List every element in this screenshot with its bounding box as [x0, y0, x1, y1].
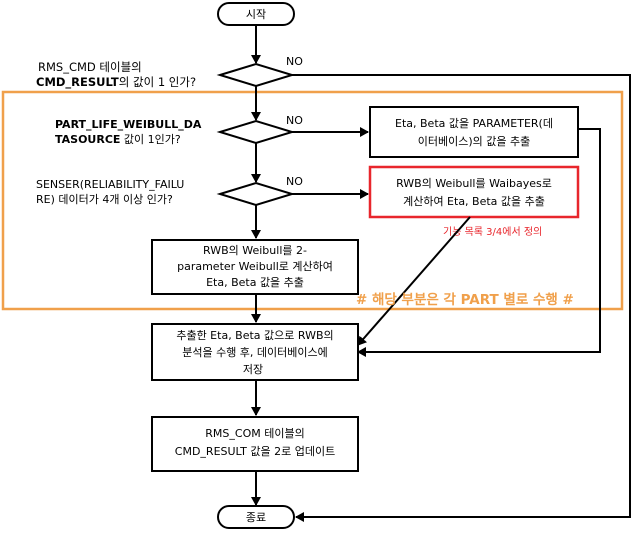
decision3-label-rest: 데이터가 4개 이상 인가?	[55, 193, 173, 206]
analysis-line1: 추출한 Eta, Beta 값으로 RWB의	[176, 329, 333, 342]
update-line2: CMD_RESULT 값을 2로 업데이트	[175, 445, 335, 458]
extract-parameter-line1: Eta, Beta 값을 PARAMETER(데	[395, 117, 553, 130]
decision1-label-line2: CMD_RESULT의 값이 1 인가?	[36, 75, 196, 90]
decision3-diamond	[216, 181, 296, 207]
flow-decision1-no-to-end	[292, 74, 631, 522]
per-part-scope-frame	[1, 90, 624, 311]
end-label: 종료	[246, 511, 266, 524]
decision2-no-label: NO	[286, 114, 303, 127]
decision1-no-label: NO	[286, 55, 303, 68]
analysis-line3: 저장	[243, 363, 263, 376]
decision1-label-rest: 의 값이 1 인가?	[119, 75, 196, 89]
flow-parameter-to-analysis	[357, 128, 601, 357]
decision2-label-line2: TASOURCE 값이 1인가?	[55, 133, 181, 146]
flow-waibayes-to-analysis	[357, 216, 471, 346]
decision1-label-line1: RMS_CMD 테이블의	[38, 60, 142, 74]
decision1-label-bold: CMD_RESULT	[36, 75, 119, 90]
decision3-label-line1: SENSER(RELIABILITY_FAILU	[36, 178, 184, 191]
decision3-no-label: NO	[286, 175, 303, 188]
extract-parameter-line2: 이터베이스)의 값을 추출	[418, 135, 530, 148]
decision2-label-line1: PART_LIFE_WEIBULL_DA	[55, 118, 202, 131]
analysis-box	[151, 323, 359, 381]
update-box	[151, 416, 359, 472]
analysis-line2: 분석을 수행 후, 데이터베이스에	[182, 346, 328, 359]
decision3-label-line2: RE) 데이터가 4개 이상 인가?	[36, 193, 173, 206]
extract-parameter-box	[369, 106, 579, 158]
two-parameter-line3: Eta, Beta 값을 추출	[206, 276, 304, 289]
waibayes-line2: 계산하여 Eta, Beta 값을 추출	[403, 194, 545, 208]
decision3-label-bold: RE)	[36, 193, 55, 206]
decision1-diamond	[216, 62, 296, 88]
start-label: 시작	[246, 8, 266, 21]
update-line1: RMS_COM 테이블의	[205, 427, 304, 440]
two-parameter-weibull-box	[151, 239, 359, 295]
decision2-label-bold: TASOURCE	[55, 133, 120, 146]
two-parameter-line1: RWB의 Weibull를 2-	[203, 244, 307, 257]
function-list-note: 기능 목록 3/4에서 정의	[443, 226, 542, 238]
scope-label: # 해당 부분은 각 PART 별로 수행 #	[356, 291, 574, 308]
end-terminator	[217, 505, 295, 529]
waibayes-box	[368, 165, 580, 219]
decision2-diamond	[216, 119, 296, 145]
two-parameter-line2: parameter Weibull로 계산하여	[177, 259, 333, 273]
decision2-label-rest: 값이 1인가?	[120, 133, 180, 146]
waibayes-line1: RWB의 Weibull를 Waibayes로	[396, 177, 552, 190]
